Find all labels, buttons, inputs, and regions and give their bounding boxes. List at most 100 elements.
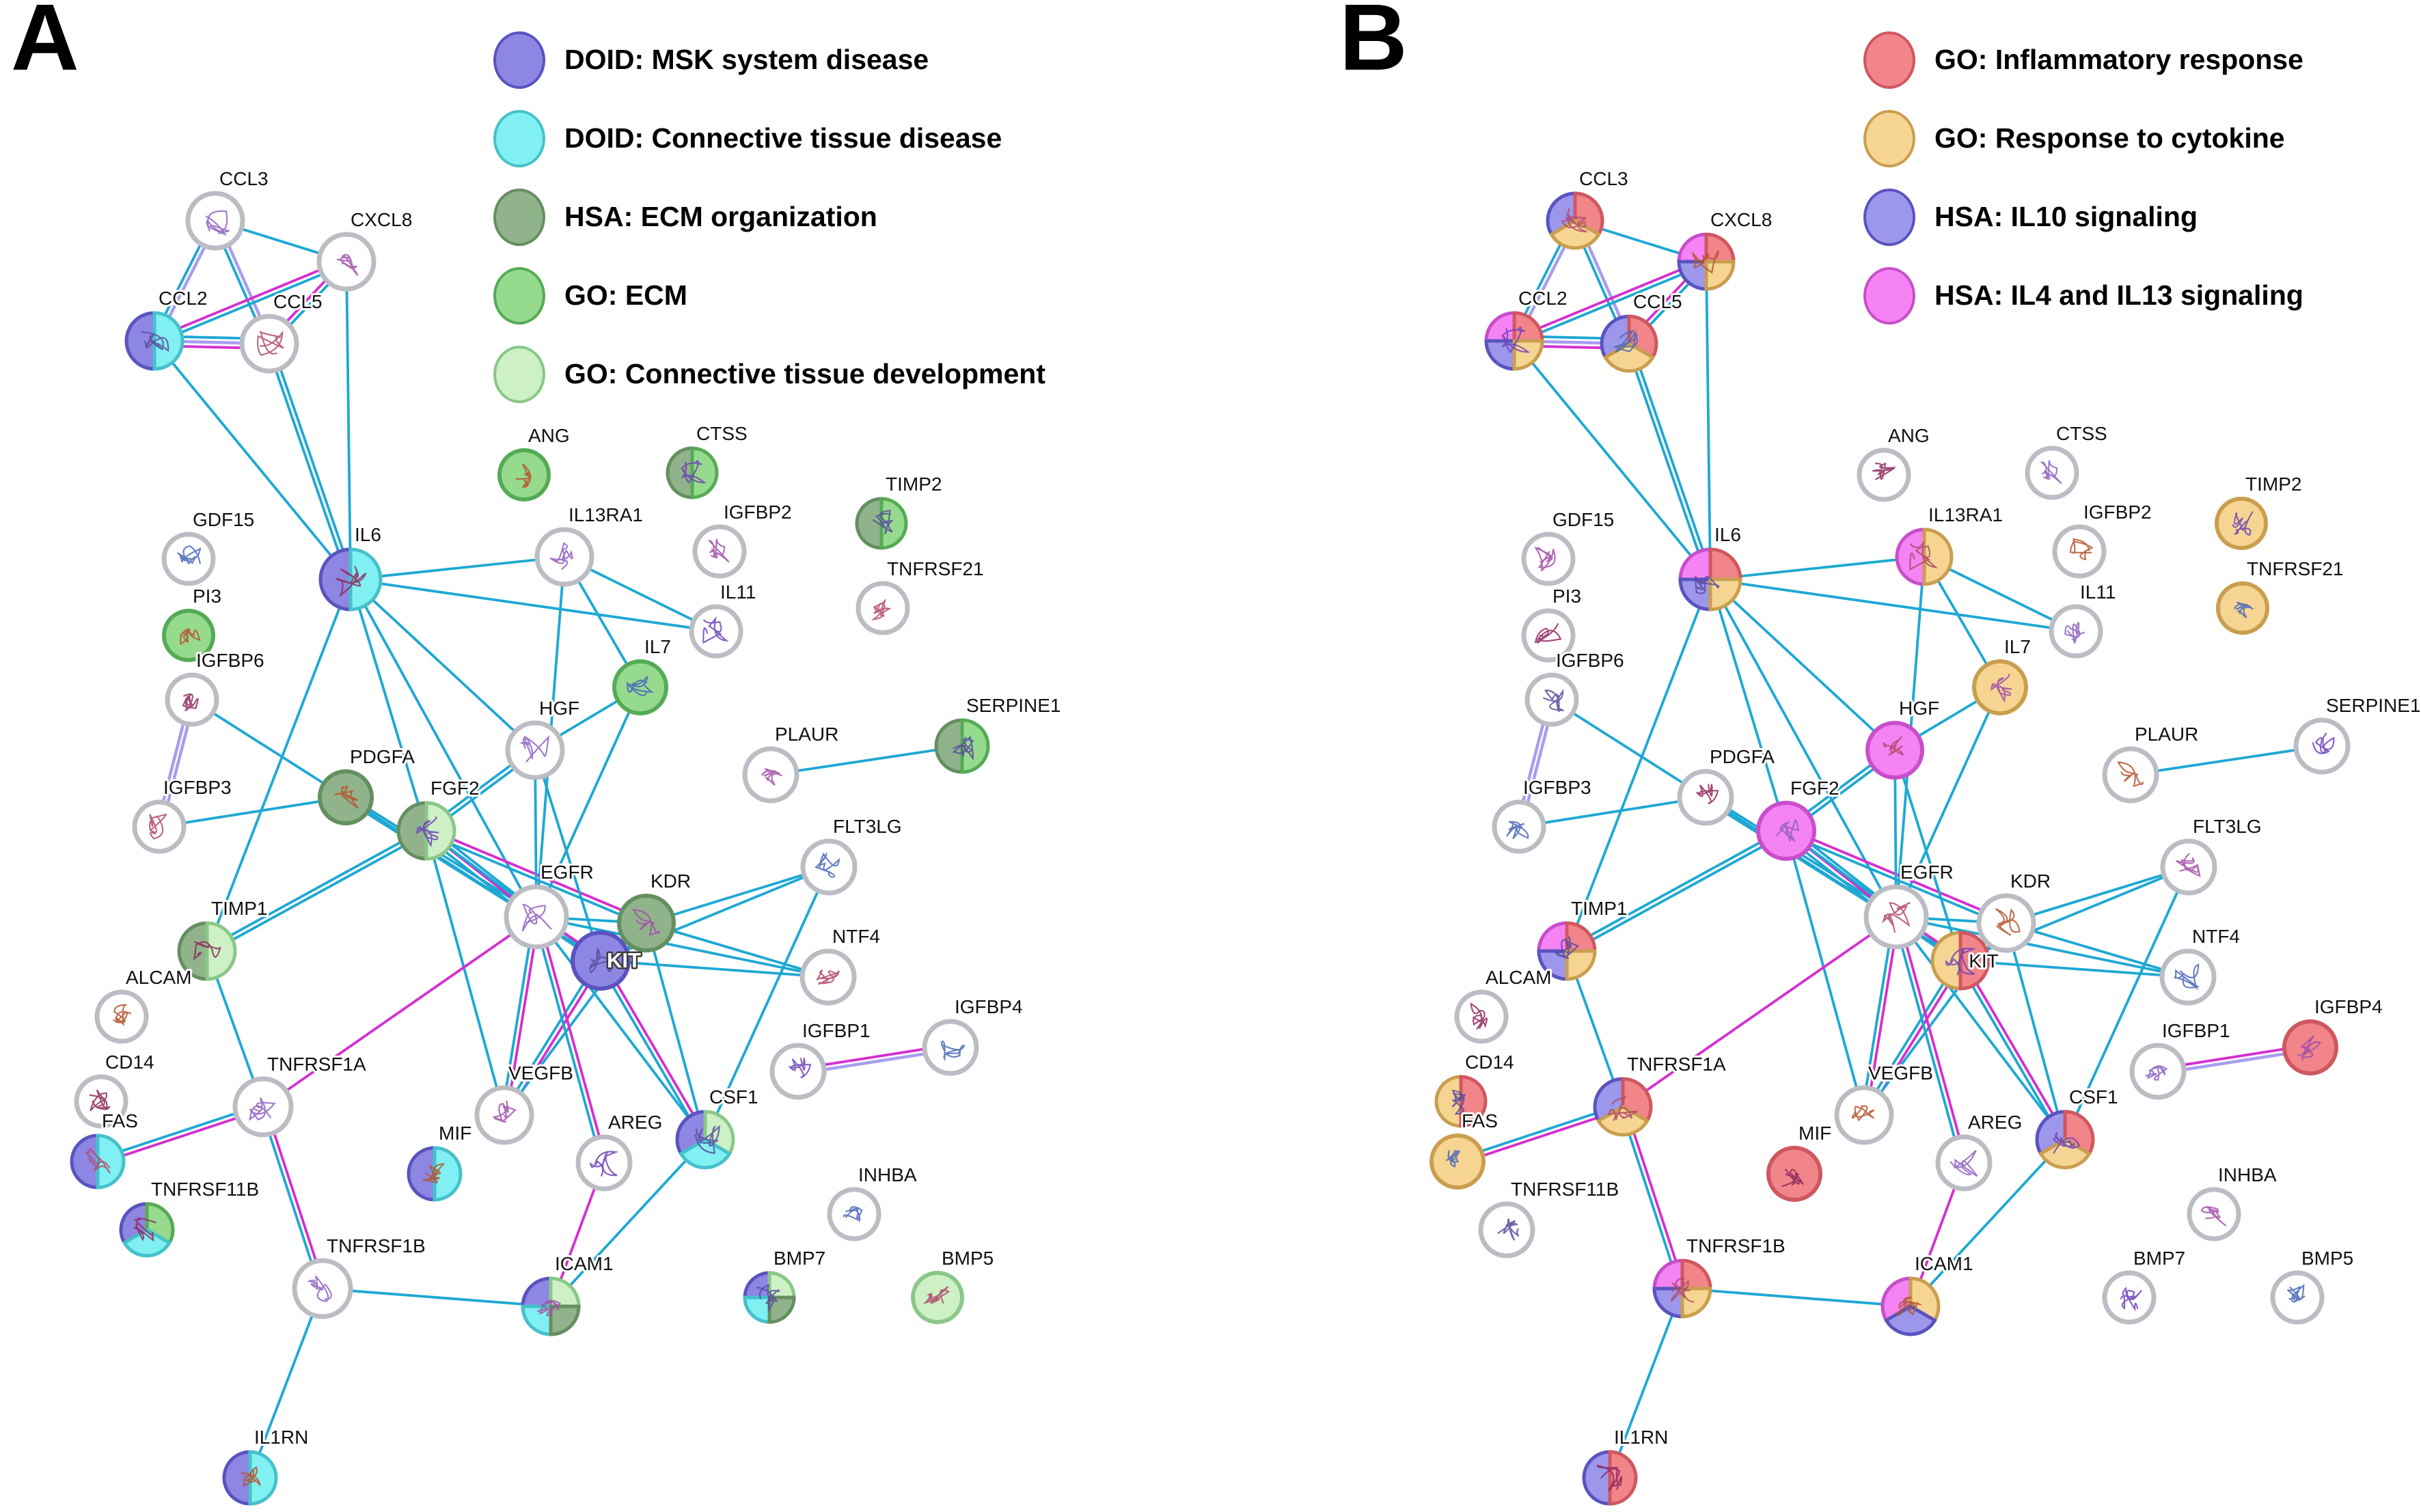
node-PI3-B[interactable] xyxy=(1521,608,1576,663)
node-circle[interactable] xyxy=(1521,532,1576,586)
node-circle[interactable] xyxy=(316,232,377,292)
node-circle[interactable] xyxy=(769,1043,827,1100)
node-slice-msk[interactable] xyxy=(318,547,353,611)
node-TNFRSF1B-B[interactable] xyxy=(1652,1259,1712,1319)
node-TIMP2-A[interactable] xyxy=(855,497,908,550)
node-FLT3LG-A[interactable] xyxy=(800,838,858,896)
node-slice-ecm_org[interactable] xyxy=(396,801,428,861)
node-IL11-B[interactable] xyxy=(2049,604,2103,659)
node-circle[interactable] xyxy=(2282,1019,2338,1075)
node-CCL5-B[interactable] xyxy=(1600,314,1658,373)
node-IL1RN-B[interactable] xyxy=(1582,1450,1638,1506)
node-TIMP1-A[interactable] xyxy=(177,921,237,981)
node-slice-cyto[interactable] xyxy=(1602,342,1656,373)
node-circle[interactable] xyxy=(185,191,245,251)
node-ALCAM-A[interactable] xyxy=(94,989,149,1044)
node-slice-cyto[interactable] xyxy=(1565,949,1597,981)
node-slice-ecm_org[interactable] xyxy=(549,1304,581,1336)
node-HGF-A[interactable] xyxy=(505,720,565,780)
node-FGF2-B[interactable] xyxy=(1756,801,1816,861)
node-TNFRSF21-B[interactable] xyxy=(2216,581,2269,635)
node-circle[interactable] xyxy=(1766,1146,1822,1202)
node-circle[interactable] xyxy=(575,1134,633,1192)
node-slice-ctdev[interactable] xyxy=(549,1276,581,1308)
node-PLAUR-B[interactable] xyxy=(2102,746,2159,803)
node-TNFRSF11B-B[interactable] xyxy=(1478,1201,1535,1259)
node-slice-cyto[interactable] xyxy=(1548,219,1602,250)
node-IL7-B[interactable] xyxy=(1972,659,2028,715)
node-GDF15-B[interactable] xyxy=(1521,532,1576,586)
node-IGFBP1-A[interactable] xyxy=(769,1043,827,1100)
node-IL1RN-A[interactable] xyxy=(222,1450,278,1506)
node-slice-ctd[interactable] xyxy=(122,1228,172,1258)
node-TNFRSF11B-A[interactable] xyxy=(119,1202,175,1258)
node-slice-ctd[interactable] xyxy=(96,1133,126,1190)
node-circle[interactable] xyxy=(922,1019,979,1076)
node-slice-il10[interactable] xyxy=(1884,1304,1937,1336)
node-slice-il10[interactable] xyxy=(1677,260,1708,291)
node-ICAM1-B[interactable] xyxy=(1880,1276,1941,1336)
node-slice-cyto[interactable] xyxy=(1680,1287,1712,1319)
node-TNFRSF21-A[interactable] xyxy=(856,581,910,635)
node-slice-ctdev[interactable] xyxy=(205,921,237,981)
node-CD14-A[interactable] xyxy=(74,1074,128,1129)
node-PDGFA-A[interactable] xyxy=(318,769,374,825)
node-CCL3-A[interactable] xyxy=(185,191,245,251)
node-NTF4-B[interactable] xyxy=(2159,948,2217,1006)
node-KIT-B[interactable] xyxy=(1930,931,1991,991)
node-CD14-B[interactable] xyxy=(1434,1075,1488,1128)
node-slice-il10[interactable] xyxy=(1537,949,1569,981)
node-slice-il4[interactable] xyxy=(1678,547,1712,581)
node-slice-il10[interactable] xyxy=(1652,1287,1684,1319)
node-IGFBP6-A[interactable] xyxy=(165,672,219,727)
node-IL13RA1-A[interactable] xyxy=(534,527,594,587)
node-IL6-B[interactable] xyxy=(1678,547,1742,611)
node-MIF-A[interactable] xyxy=(407,1146,463,1202)
node-NTF4-A[interactable] xyxy=(799,948,857,1006)
node-BMP7-B[interactable] xyxy=(2102,1270,2157,1325)
node-circle[interactable] xyxy=(2293,717,2351,775)
node-IGFBP3-A[interactable] xyxy=(132,799,187,854)
node-TIMP1-B[interactable] xyxy=(1537,921,1597,981)
node-PLAUR-A[interactable] xyxy=(742,746,799,803)
node-slice-ctd[interactable] xyxy=(743,1295,771,1324)
node-CCL2-A[interactable] xyxy=(124,311,184,371)
node-PDGFA-B[interactable] xyxy=(1677,769,1734,826)
node-circle[interactable] xyxy=(612,659,668,715)
node-slice-infl[interactable] xyxy=(1708,547,1742,581)
node-slice-infl[interactable] xyxy=(1680,1259,1712,1291)
node-AREG-B[interactable] xyxy=(1935,1134,1993,1192)
node-FAS-A[interactable] xyxy=(70,1133,126,1190)
node-CCL3-B[interactable] xyxy=(1546,191,1604,250)
node-KDR-A[interactable] xyxy=(617,894,676,952)
node-circle[interactable] xyxy=(504,884,569,950)
node-slice-cyto[interactable] xyxy=(1930,931,1962,991)
node-circle[interactable] xyxy=(232,1076,294,1138)
node-TIMP2-B[interactable] xyxy=(2215,497,2268,550)
node-ANG-B[interactable] xyxy=(1857,448,1911,502)
node-IGFBP1-B[interactable] xyxy=(2129,1043,2187,1100)
node-BMP5-B[interactable] xyxy=(2270,1270,2325,1325)
node-slice-msk[interactable] xyxy=(743,1271,771,1300)
node-KDR-B[interactable] xyxy=(1976,893,2036,953)
node-IL13RA1-B[interactable] xyxy=(1895,527,1954,586)
node-SERPINE1-A[interactable] xyxy=(934,718,990,774)
node-BMP7-A[interactable] xyxy=(743,1271,796,1324)
node-slice-cyto[interactable] xyxy=(1922,527,1954,586)
node-slice-ctd[interactable] xyxy=(433,1146,463,1202)
node-CTSS-A[interactable] xyxy=(666,446,719,499)
node-INHBA-A[interactable] xyxy=(827,1187,881,1241)
node-slice-il4[interactable] xyxy=(1652,1259,1684,1291)
node-IGFBP4-A[interactable] xyxy=(922,1019,979,1076)
node-CSF1-A[interactable] xyxy=(675,1110,735,1170)
node-slice-ecm_org[interactable] xyxy=(934,718,964,774)
node-slice-msk[interactable] xyxy=(407,1146,437,1202)
node-EGFR-A[interactable] xyxy=(504,884,569,950)
node-SERPINE1-B[interactable] xyxy=(2293,717,2351,775)
node-circle[interactable] xyxy=(132,799,187,854)
node-slice-cyto[interactable] xyxy=(1596,1105,1650,1137)
node-slice-ecm_org[interactable] xyxy=(177,921,209,981)
node-slice-cyto[interactable] xyxy=(1434,1075,1463,1128)
node-TNFRSF1A-B[interactable] xyxy=(1593,1077,1653,1137)
node-VEGFB-A[interactable] xyxy=(474,1085,534,1145)
